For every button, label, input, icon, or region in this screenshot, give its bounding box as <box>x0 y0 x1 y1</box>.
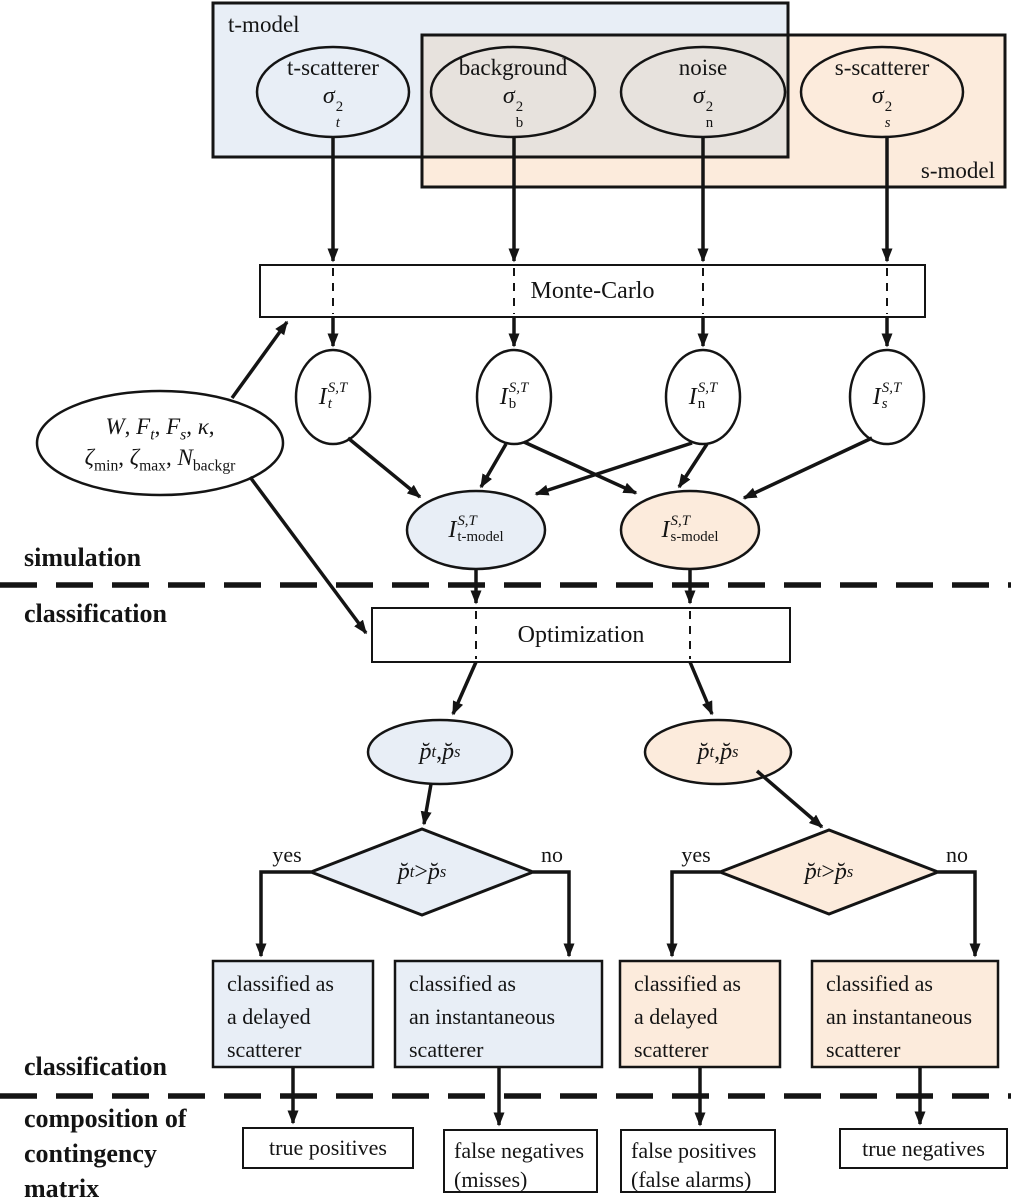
t-model-output-ellipse <box>405 489 547 571</box>
parameters-ellipse <box>35 389 285 497</box>
arrow-optimization-probs-s <box>688 661 714 716</box>
monte-carlo-box <box>259 264 926 318</box>
arrow-probs-t-diamond <box>420 783 433 826</box>
intensity-s-circle <box>848 348 926 446</box>
true-positives-box <box>242 1127 414 1169</box>
s-model-output-ellipse <box>619 489 761 571</box>
false-positives-box <box>620 1129 776 1193</box>
arrow-ib-tmodel <box>479 443 508 489</box>
arrow-params-optimization <box>248 475 368 635</box>
optimization-box <box>371 607 791 663</box>
arrow-optimization-probs-t <box>451 661 478 716</box>
branch-t-yes <box>255 870 311 958</box>
true-negatives-box <box>839 1128 1008 1169</box>
classified-delayed-s-box <box>618 959 782 1069</box>
false-negatives-box <box>443 1129 598 1193</box>
intensity-n-circle <box>664 348 742 446</box>
arrow-in-tmodel <box>534 441 693 496</box>
arrow-is-smodel <box>742 436 873 500</box>
branch-s-yes <box>666 870 720 958</box>
classified-delayed-t-box <box>211 959 375 1069</box>
t-model-border <box>211 1 790 159</box>
branch-s-no <box>938 870 981 958</box>
s-scatterer-ellipse <box>799 45 965 139</box>
model-overlap-region <box>422 35 788 157</box>
classified-instantaneous-s-box <box>810 959 1000 1069</box>
probs-t-ellipse <box>366 718 514 786</box>
classified-instantaneous-t-box <box>393 959 604 1069</box>
decision-diamond-s <box>715 828 943 916</box>
intensity-t-circle <box>294 348 372 446</box>
arrow-it-tmodel <box>346 436 422 499</box>
intensity-b-circle <box>475 348 553 446</box>
arrow-probs-s-diamond <box>755 769 824 829</box>
probs-s-ellipse <box>643 718 793 786</box>
branch-t-no <box>533 870 575 958</box>
arrow-params-mc <box>230 320 289 400</box>
s-model-border <box>420 33 1007 189</box>
decision-diamond-t <box>306 827 538 917</box>
arrow-in-smodel <box>677 443 709 489</box>
arrow-ib-smodel <box>523 440 638 495</box>
